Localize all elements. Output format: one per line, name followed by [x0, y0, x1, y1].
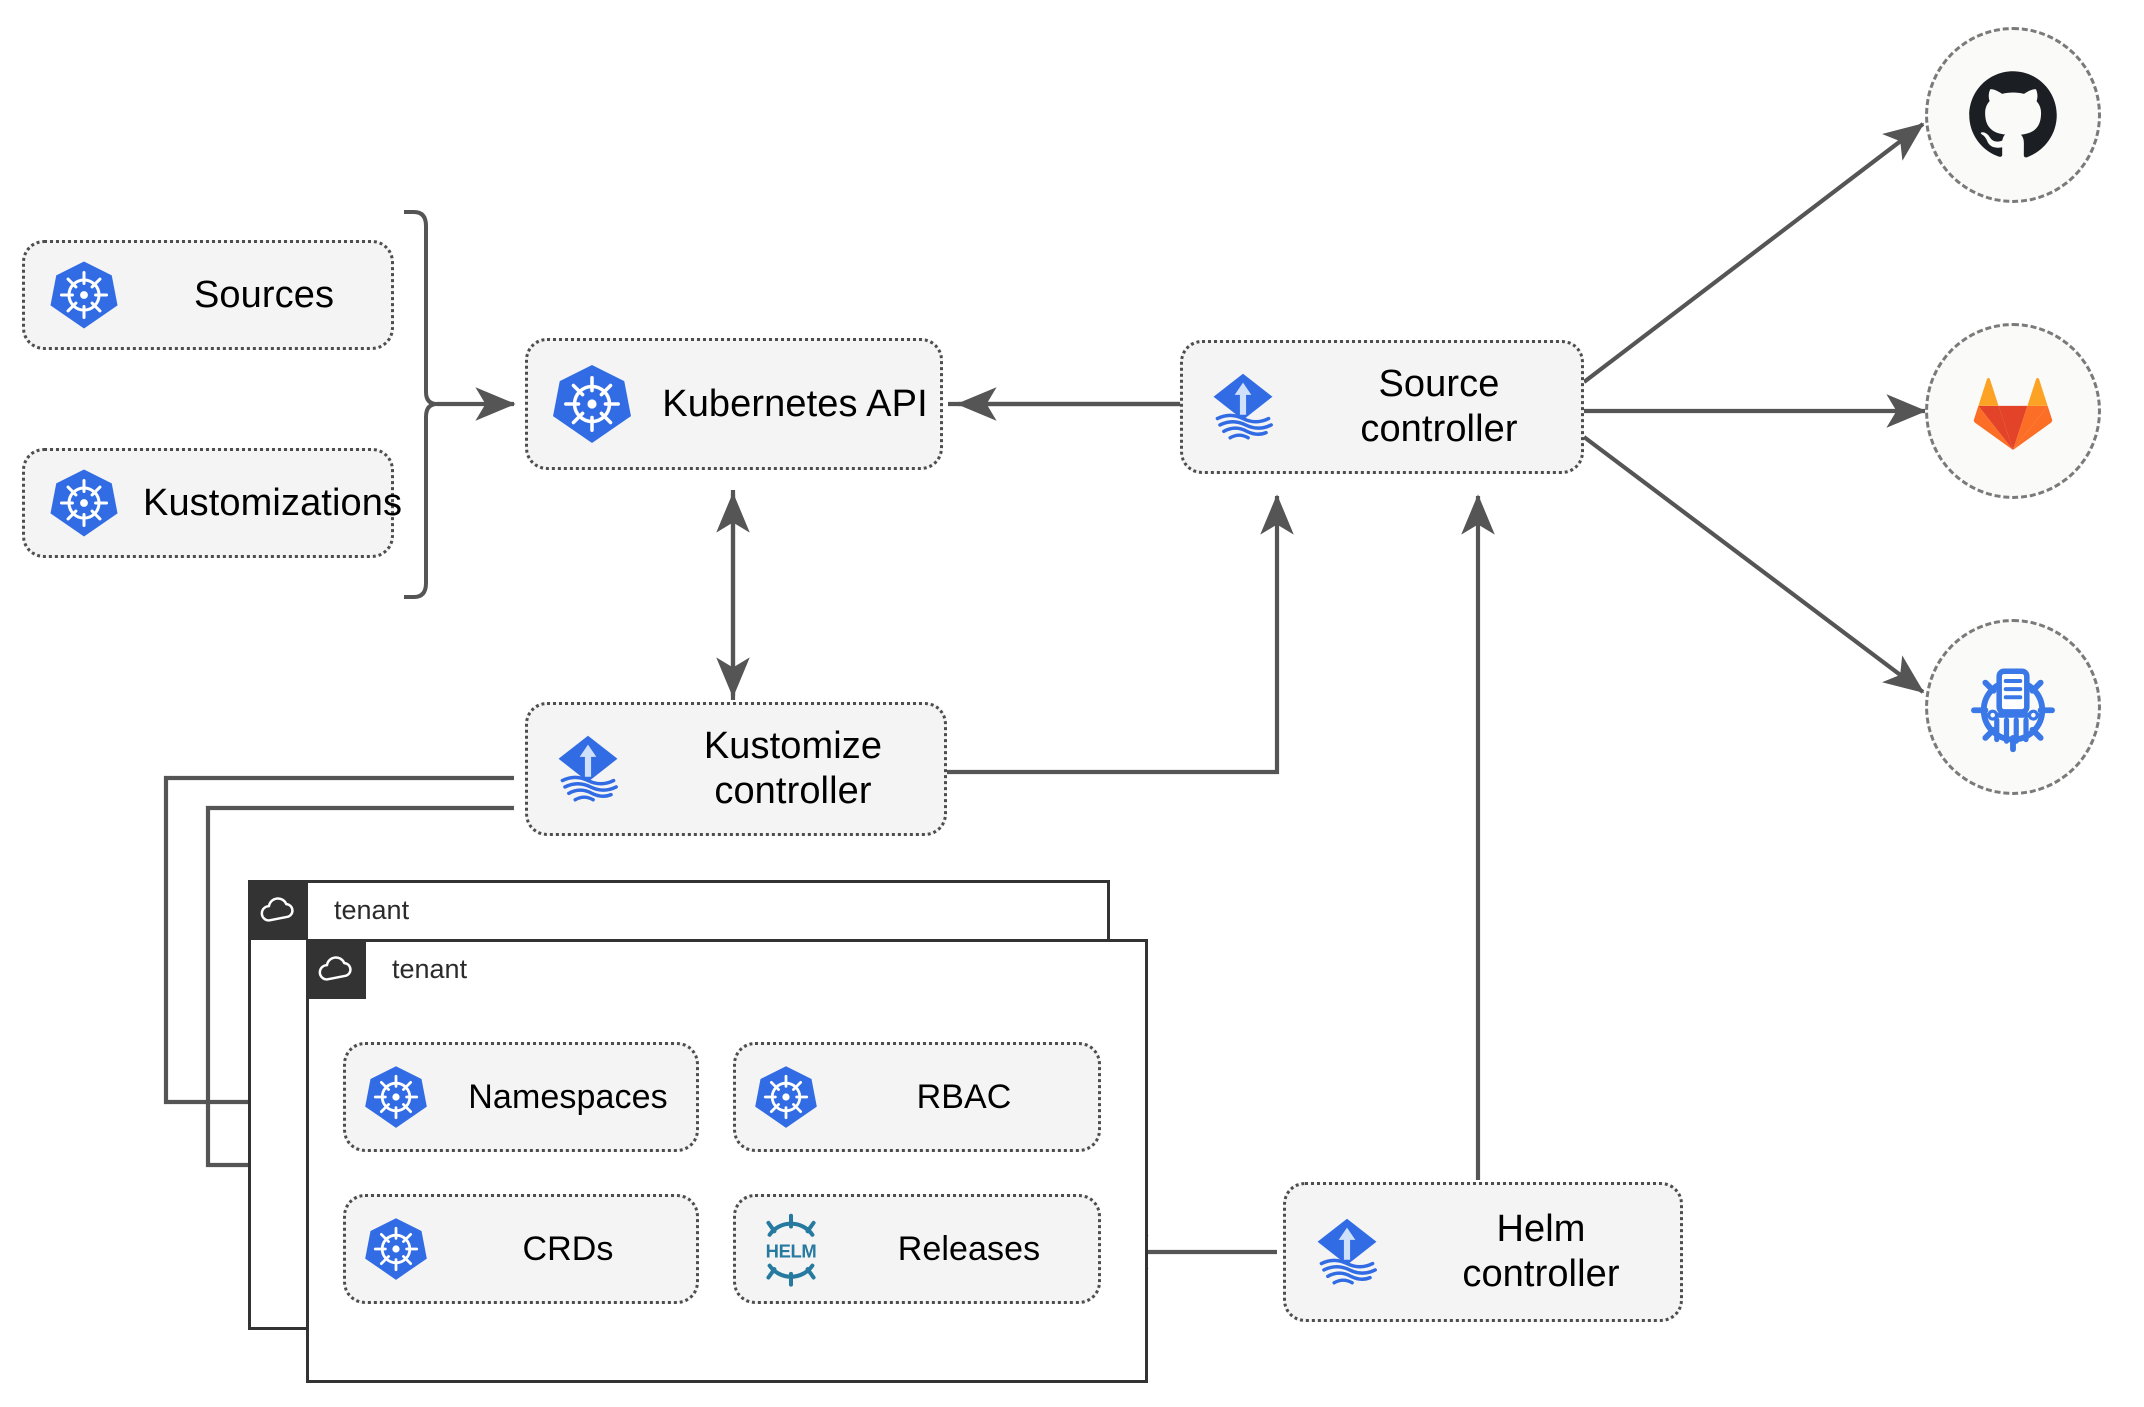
- flux-icon: [1183, 366, 1303, 448]
- node-rbac[interactable]: RBAC: [733, 1042, 1101, 1152]
- kubernetes-icon: [25, 466, 143, 540]
- node-label: Kustomizations: [143, 481, 403, 524]
- node-label: Kustomize controller: [648, 724, 944, 814]
- provider-github[interactable]: [1925, 27, 2101, 203]
- tenant-titlebar: tenant: [306, 939, 467, 999]
- node-namespaces[interactable]: Namespaces: [343, 1042, 699, 1152]
- helm-wordmark: HELM: [766, 1240, 817, 1261]
- cloud-icon: [248, 880, 308, 940]
- kubernetes-icon: [25, 258, 143, 332]
- node-sources[interactable]: Sources: [22, 240, 394, 350]
- node-label-line2: controller: [1462, 1253, 1620, 1295]
- node-label: Sources: [193, 273, 335, 316]
- node-label: CRDs: [522, 1229, 614, 1268]
- flux-icon: [528, 728, 648, 810]
- provider-gitlab[interactable]: [1925, 323, 2101, 499]
- node-label-line1: Helm: [1496, 1208, 1586, 1251]
- edge-kustomize-to-tenant-back: [163, 775, 514, 1119]
- provider-helm-repository[interactable]: [1925, 619, 2101, 795]
- tenant-title: tenant: [334, 894, 410, 925]
- tenant-titlebar: tenant: [248, 880, 409, 940]
- node-kustomizations[interactable]: Kustomizations: [22, 448, 402, 558]
- edge-kustomize-to-source-controller: [947, 494, 1294, 775]
- node-source-controller[interactable]: Source controller: [1180, 340, 1584, 474]
- flux-icon: [1286, 1211, 1408, 1293]
- kubernetes-icon: [346, 1215, 446, 1283]
- resource-group-bracket: [404, 210, 438, 599]
- helm-icon: HELM: [736, 1211, 846, 1287]
- node-crds[interactable]: CRDs: [343, 1194, 699, 1304]
- node-label: Releases: [897, 1229, 1041, 1268]
- helm-repository-icon: [1971, 668, 2055, 753]
- node-label: RBAC: [916, 1077, 1012, 1116]
- edge-source-to-helm-repo: [1582, 435, 1925, 694]
- node-releases[interactable]: HELM Releases: [733, 1194, 1101, 1304]
- kubernetes-icon: [346, 1063, 446, 1131]
- github-icon: [1969, 71, 2057, 158]
- gitlab-icon: [1973, 377, 2053, 450]
- cloud-icon: [306, 939, 366, 999]
- node-helm-controller[interactable]: Helm controller: [1283, 1182, 1683, 1322]
- kubernetes-icon: [528, 361, 656, 447]
- node-label-line2: controller: [1360, 408, 1518, 450]
- node-kubernetes-api[interactable]: Kubernetes API: [525, 338, 943, 470]
- kubernetes-icon: [736, 1063, 836, 1131]
- node-label-line1: Kustomize: [703, 725, 883, 768]
- node-label: Namespaces: [468, 1077, 668, 1116]
- tenant-title: tenant: [392, 953, 468, 984]
- node-label: Source controller: [1303, 362, 1581, 452]
- node-label-line1: Source: [1378, 363, 1500, 406]
- node-kustomize-controller[interactable]: Kustomize controller: [525, 702, 947, 836]
- node-label: Helm controller: [1408, 1207, 1680, 1297]
- edge-source-to-github: [1582, 122, 1925, 384]
- tenant-window-front[interactable]: tenant: [306, 939, 1148, 1383]
- node-label: Kubernetes API: [662, 382, 928, 425]
- node-label-line2: controller: [714, 770, 872, 812]
